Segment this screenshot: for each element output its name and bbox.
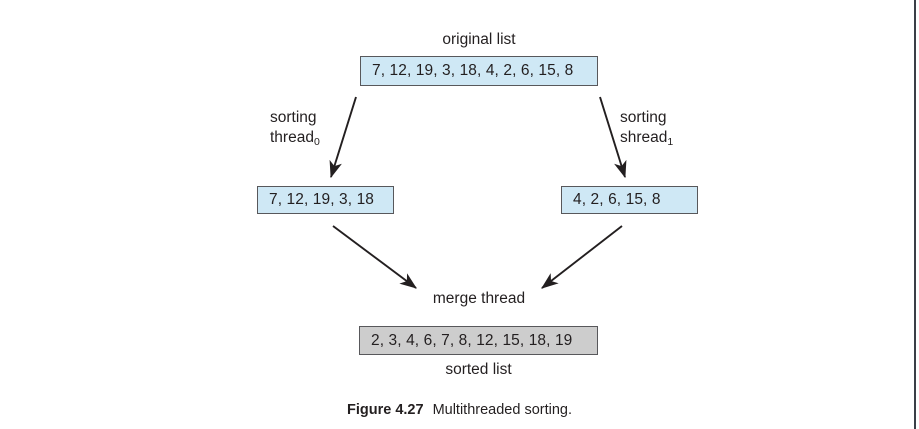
sorting-thread-0-name: thread bbox=[270, 129, 314, 146]
sorting-thread-1-subscript: 1 bbox=[667, 136, 674, 148]
sublist-left-box: 7, 12, 19, 3, 18 bbox=[257, 186, 394, 214]
sorting-thread-0-label: sorting thread0 bbox=[270, 108, 320, 149]
sorting-thread-1-line1: sorting bbox=[620, 109, 667, 126]
sorting-thread-1-line2: shread1 bbox=[620, 128, 673, 149]
arrow-merge-right bbox=[541, 225, 623, 289]
figure-caption-text: Multithreaded sorting. bbox=[432, 402, 572, 418]
original-list-label: original list bbox=[442, 31, 516, 48]
original-list-values: 7, 12, 19, 3, 18, 4, 2, 6, 15, 8 bbox=[372, 62, 574, 79]
figure-number: Figure 4.27 bbox=[347, 402, 424, 418]
original-list-box: 7, 12, 19, 3, 18, 4, 2, 6, 15, 8 bbox=[360, 56, 598, 86]
sorted-list-values: 2, 3, 4, 6, 7, 8, 12, 15, 18, 19 bbox=[371, 331, 573, 349]
sublist-right-values: 4, 2, 6, 15, 8 bbox=[573, 191, 661, 208]
sublist-left-values: 7, 12, 19, 3, 18 bbox=[269, 191, 375, 208]
sublist-right-box: 4, 2, 6, 15, 8 bbox=[561, 186, 698, 214]
figure-caption: Figure 4.27 Multithreaded sorting. bbox=[0, 402, 919, 418]
sorting-thread-1-label: sorting shread1 bbox=[620, 108, 673, 149]
sorted-list-box: 2, 3, 4, 6, 7, 8, 12, 15, 18, 19 bbox=[359, 326, 598, 355]
arrow-split-left bbox=[329, 96, 357, 179]
merge-thread-label: merge thread bbox=[432, 290, 526, 307]
page-edge-rule bbox=[914, 0, 916, 429]
sorting-thread-0-subscript: 0 bbox=[313, 136, 320, 148]
sorting-thread-0-line1: sorting bbox=[270, 109, 317, 126]
sorting-thread-1-name: shread bbox=[620, 129, 668, 146]
arrow-merge-left bbox=[332, 225, 417, 289]
sorted-list-label: sorted list bbox=[445, 361, 512, 378]
sorting-thread-0-line2: thread0 bbox=[270, 128, 320, 149]
